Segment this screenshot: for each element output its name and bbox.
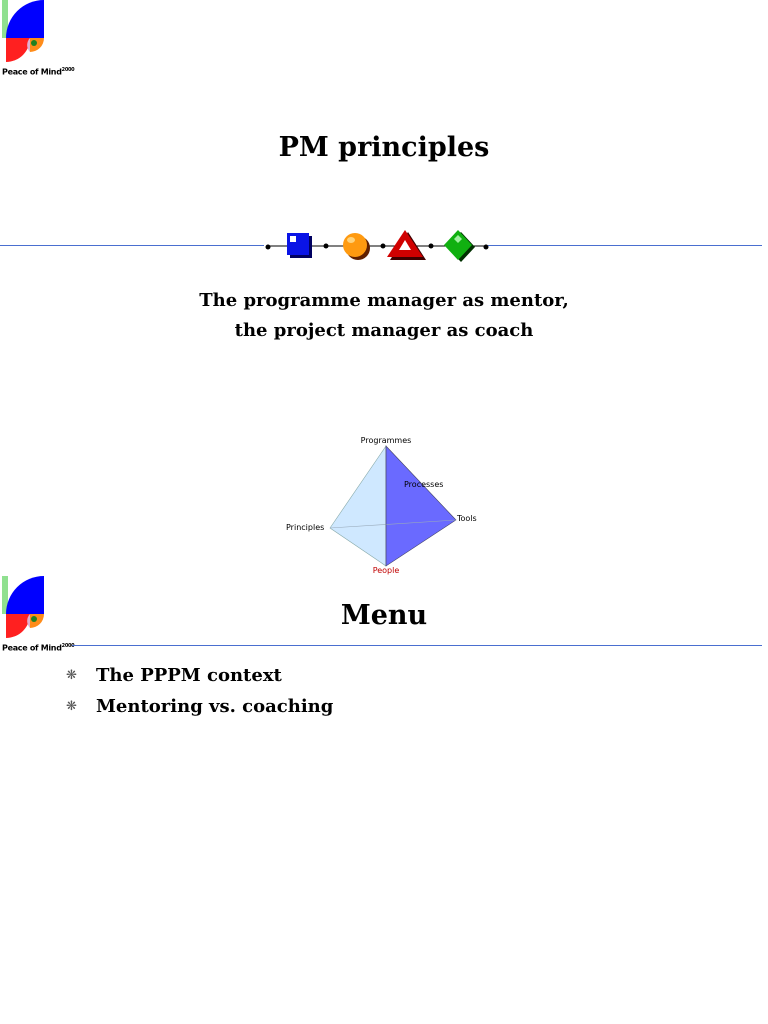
menu-item-pppm-context: ❋ The PPPM context [66,660,333,691]
label-processes: Processes [404,480,443,489]
menu-item-label: Mentoring vs. coaching [96,695,334,717]
menu-list: ❋ The PPPM context ❋ Mentoring vs. coach… [66,660,333,722]
logo: Peace of Mind2000 [2,0,75,77]
subtitle-line-2: the project manager as coach [234,320,534,341]
logo-superscript: 2000 [61,67,75,73]
slide-menu: Peace of Mind2000 Menu ❋ The PPPM contex… [0,572,768,1024]
menu-title: Menu [340,600,428,631]
shape-divider [264,230,489,262]
logo-text: Peace of Mind [2,643,62,653]
pppm-pyramid-diagram: Programmes Processes Tools Principles Pe… [286,436,477,575]
subtitle-line-1: The programme manager as mentor, [199,290,569,311]
menu-item-mentoring-vs-coaching: ❋ Mentoring vs. coaching [66,691,333,722]
label-people: People [373,566,400,575]
bullet-icon: ❋ [66,667,77,683]
slide-pm-principles: Peace of Mind2000 PM principles [0,0,762,575]
triangle-icon [387,230,426,260]
slide-title: PM principles [278,132,490,163]
diamond-icon [444,230,475,262]
logo-text: Peace of Mind [2,67,62,77]
label-tools: Tools [456,514,477,523]
bullet-icon: ❋ [66,698,77,714]
quarter-circle-logo-icon [2,0,46,66]
menu-item-label: The PPPM context [96,664,282,686]
square-icon [287,233,312,258]
label-programmes: Programmes [361,436,412,445]
logo-superscript: 2000 [61,643,75,649]
logo: Peace of Mind2000 [2,576,75,653]
circle-icon [343,233,370,260]
label-principles: Principles [286,523,324,532]
menu-divider-rule [72,645,762,646]
quarter-circle-logo-icon [2,576,46,642]
